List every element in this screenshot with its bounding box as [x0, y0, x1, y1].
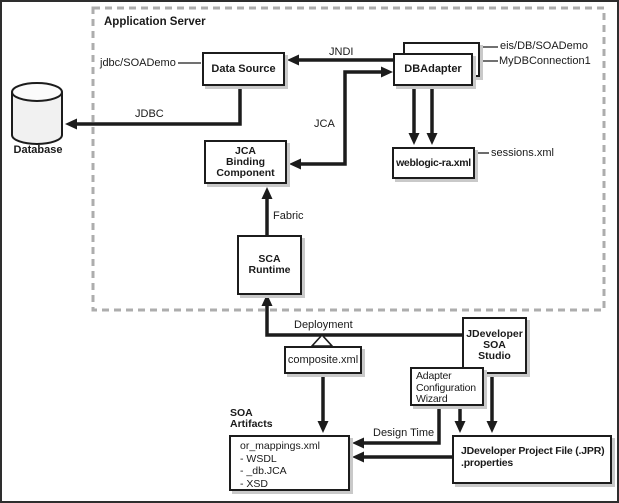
soa-artifact-item: - WSDL: [240, 452, 277, 465]
studio-arrowhead: [486, 421, 498, 433]
deployment-arrowhead: [261, 294, 273, 306]
adapter-wizard-line2: Configuration: [416, 381, 476, 394]
soa-artifact-item: - _db.JCA: [240, 465, 287, 477]
sca-runtime-line2: Runtime: [248, 264, 291, 276]
sessions-callout: sessions.xml: [491, 147, 554, 159]
jca-binding-line2: Binding: [225, 155, 266, 168]
sca-runtime-line1: SCA: [258, 253, 281, 265]
jndi-arrowhead: [287, 54, 299, 66]
jpr-file-box: JDeveloper Project File (.JPR) .properti…: [452, 435, 612, 484]
jca-arrowhead-right: [381, 66, 393, 78]
ra-arrowhead-2: [426, 133, 438, 145]
jdbc-arrow-line: [75, 86, 242, 126]
dbadapter-box: DBAdapter: [393, 53, 473, 86]
soa-artifact-item: or_mappings.xml: [240, 440, 320, 452]
arrowheads: [65, 54, 498, 463]
design-time-line: [362, 406, 441, 445]
design-time-arrowhead: [352, 437, 364, 449]
soa-artifacts-heading: SOA Artifacts: [230, 408, 273, 430]
mydbconnection-callout: MyDBConnection1: [499, 55, 591, 67]
jdbc-soademo-callout: jdbc/SOADemo: [100, 57, 176, 69]
soa-heading-line2: Artifacts: [230, 418, 273, 430]
data-source-box: Data Source: [202, 52, 285, 86]
deployment-arrow-line: [265, 305, 462, 337]
jdbc-label: JDBC: [135, 108, 164, 120]
jca-binding-line1: JCA: [234, 144, 256, 157]
data-source-label: Data Source: [211, 62, 276, 75]
app-server-boundary: [91, 6, 606, 312]
dbadapter-label: DBAdapter: [404, 63, 462, 75]
database-label: Database: [13, 144, 63, 156]
weblogic-ra-label: weblogic-ra.xml: [396, 156, 471, 169]
composite-xml-label: composite.xml: [287, 353, 359, 366]
fabric-label: Fabric: [273, 210, 304, 222]
jdbc-arrowhead: [65, 118, 77, 130]
adapter-wizard-box: Adapter Configuration Wizard: [410, 367, 484, 406]
jpr-file-line1: JDeveloper Project File (.JPR): [461, 445, 605, 457]
soa-heading-line1: SOA: [230, 407, 253, 419]
jndi-label: JNDI: [329, 46, 354, 58]
jca-binding-box: JCA Binding Component: [204, 140, 287, 184]
jca-binding-line3: Component: [216, 166, 275, 179]
adapter-wizard-line1: Adapter: [416, 370, 452, 382]
jpr-arrowhead: [352, 451, 364, 463]
jca-label: JCA: [314, 118, 335, 130]
composite-arrowhead: [317, 421, 329, 433]
adapter-wizard-line3: Wizard: [416, 393, 448, 405]
jdev-studio-line1: JDeveloper: [466, 328, 523, 340]
composite-xml-box: composite.xml: [284, 346, 362, 374]
app-server-label: Application Server: [104, 16, 206, 28]
weblogic-ra-box: weblogic-ra.xml: [392, 147, 475, 179]
jca-arrow-line: [299, 70, 382, 166]
jca-arrowhead-left: [289, 158, 301, 170]
jpr-file-line2: .properties: [461, 457, 514, 469]
sca-runtime-box: SCA Runtime: [237, 235, 302, 295]
design-time-label: Design Time: [373, 427, 435, 439]
ra-arrowhead-1: [408, 133, 420, 145]
eis-callout: eis/DB/SOADemo: [500, 40, 589, 52]
soa-artifacts-box: or_mappings.xml - WSDL - _db.JCA - XSD: [229, 435, 350, 491]
fabric-arrowhead: [261, 187, 273, 199]
soa-artifact-item: - XSD: [240, 477, 269, 490]
jdev-studio-line2: SOA: [483, 339, 506, 351]
jdev-studio-box: JDeveloper SOA Studio: [462, 317, 527, 374]
wizard-arrowhead: [454, 421, 466, 433]
arrow-lines: [75, 58, 494, 459]
database-icon: [11, 82, 63, 145]
jdev-studio-line3: Studio: [478, 350, 511, 362]
deployment-label: Deployment: [294, 319, 353, 331]
